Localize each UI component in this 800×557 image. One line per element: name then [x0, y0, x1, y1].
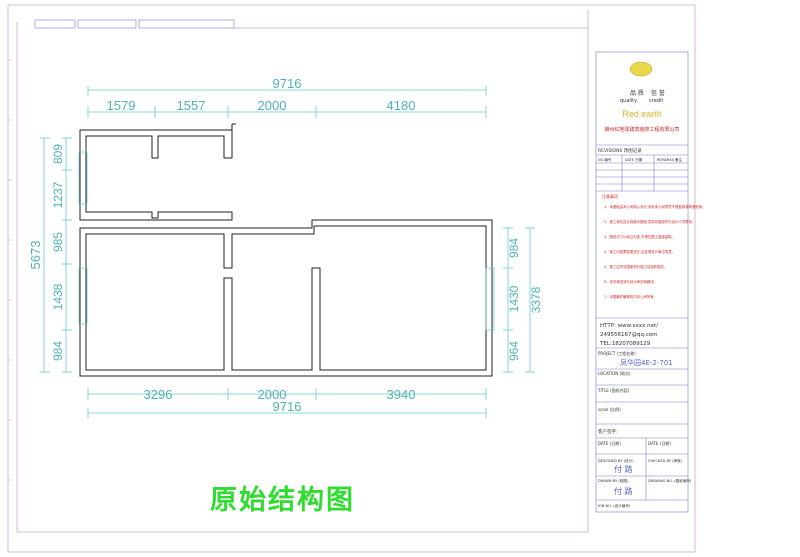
left-ticks: [8, 59, 12, 481]
dimensions: [40, 86, 535, 418]
contact-tel: TEL:18207089129: [599, 341, 651, 347]
cert-cn-credit: 信 誉: [651, 89, 665, 97]
date-label-2: DATE (日期): [648, 440, 671, 446]
title-block: 品 质 信 誉 quality credit Red earth 赣州红地球建筑…: [595, 51, 706, 513]
dim-top-total: 9716: [273, 76, 302, 91]
checked-label: CHECKED BY (审核): [648, 458, 683, 463]
scale-label: scale (比例): [598, 406, 621, 412]
dim-bottom-total: 9716: [273, 399, 302, 414]
cert-en-credit: credit: [649, 98, 663, 104]
note-1: 1、本图纸由本公司精心设计,未经本公司同意不得复制或转借他用。: [604, 204, 706, 209]
dim-right-total: 3378: [529, 286, 543, 313]
drawn-value: 付 路: [614, 486, 633, 496]
note-5: 5、施工应符合国家现行施工及验收规范。: [604, 264, 667, 269]
cert-cn-quality: 品 质: [630, 89, 644, 97]
drawing-no-label: DRAWING.NO. (图纸编号): [648, 478, 692, 483]
date-label-1: DATE (日期): [598, 440, 621, 446]
client-signature-label: 客户签字:: [598, 428, 618, 435]
contact-email: 249556167@qq.com: [600, 332, 657, 338]
contact-http: HTTP: www.xxxx.net/: [600, 323, 658, 329]
dim-top-3: 2000: [258, 98, 287, 113]
dim-right-3: 964: [507, 341, 521, 361]
wall-inner: [85, 225, 487, 371]
window-left-top: [78, 151, 88, 205]
dim-left-2: 1237: [51, 181, 65, 208]
window-left-bottom: [78, 267, 88, 325]
dim-bottom-3: 3940: [387, 387, 416, 402]
header-strip: [34, 19, 588, 29]
title-label: TITLE (图纸内容): [597, 387, 630, 393]
brand-name: Red earth: [622, 109, 662, 119]
note-2: 2、施工单位应认真核对图纸,发现问题及时与设计人员联系。: [604, 219, 695, 224]
dim-top-4: 4180: [387, 98, 416, 113]
location-label: LOCATION (地点): [598, 370, 631, 376]
note-6: 6、未尽事宜请与设计师协商解决。: [604, 279, 657, 284]
job-no-label: JOB NO. (设计编号): [597, 503, 631, 508]
dim-left-total: 5673: [28, 241, 43, 270]
rev-col-no: NO.编号: [598, 157, 612, 162]
drawn-label: DRAWN BY (制图): [598, 478, 629, 483]
project-label: PROJECT (工程名称): [598, 350, 636, 356]
dim-right-1: 984: [507, 238, 521, 258]
project-value: 凤华园4E-2-701: [620, 358, 673, 367]
dim-left-5: 984: [51, 341, 65, 361]
window-right: [485, 267, 495, 331]
note-7: 7、本图最终解释权归本公司所有。: [604, 294, 657, 299]
floor-plan: [78, 123, 495, 377]
note-3: 3、图纸尺寸以标注为准,不得在图上直接量取。: [604, 234, 675, 239]
wall-middle: [79, 219, 493, 377]
notes-title: 注意事项: [602, 193, 618, 199]
designed-value: 付 路: [614, 464, 633, 474]
designed-label: DESIGNED BY (设计): [598, 458, 634, 463]
logo-icon: [629, 61, 653, 77]
cert-en-quality: quality: [620, 98, 637, 104]
company-name: 赣州红地球建筑装饰工程有限公司: [604, 126, 679, 133]
rev-col-remarks: REMARKS 备注: [657, 157, 683, 162]
drawing-title: 原始结构图: [210, 485, 355, 516]
dimension-labels: 9716 1579 1557 2000 4180 3296 2000 3940 …: [28, 76, 543, 414]
dim-left-1: 809: [51, 144, 65, 164]
note-4: 4、施工中如需变更设计,应征得设计单位同意。: [604, 249, 675, 254]
wall-upper-left: [79, 129, 233, 221]
dim-bottom-2: 2000: [258, 387, 287, 402]
dim-left-4: 1438: [51, 283, 65, 310]
rev-col-date: DATE 日期: [625, 157, 643, 162]
dim-bottom-1: 3296: [144, 387, 173, 402]
dim-right-2: 1430: [507, 285, 521, 312]
revisions-header: REVISIONS 改图记录: [598, 147, 642, 154]
dim-top-2: 1557: [177, 98, 206, 113]
dim-top-1: 1579: [107, 98, 136, 113]
dim-left-3: 985: [51, 232, 65, 252]
